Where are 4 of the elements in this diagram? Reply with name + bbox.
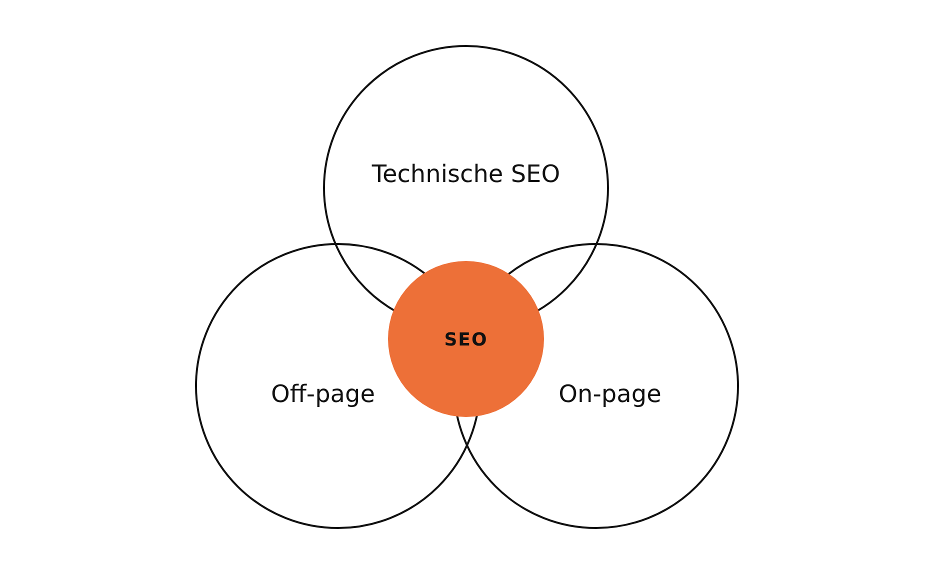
circle-label: On-page [558, 380, 662, 408]
circle-label: Off-page [270, 380, 376, 408]
circle-label: SEO [444, 330, 488, 350]
circle-label: Technische SEO [372, 160, 560, 188]
